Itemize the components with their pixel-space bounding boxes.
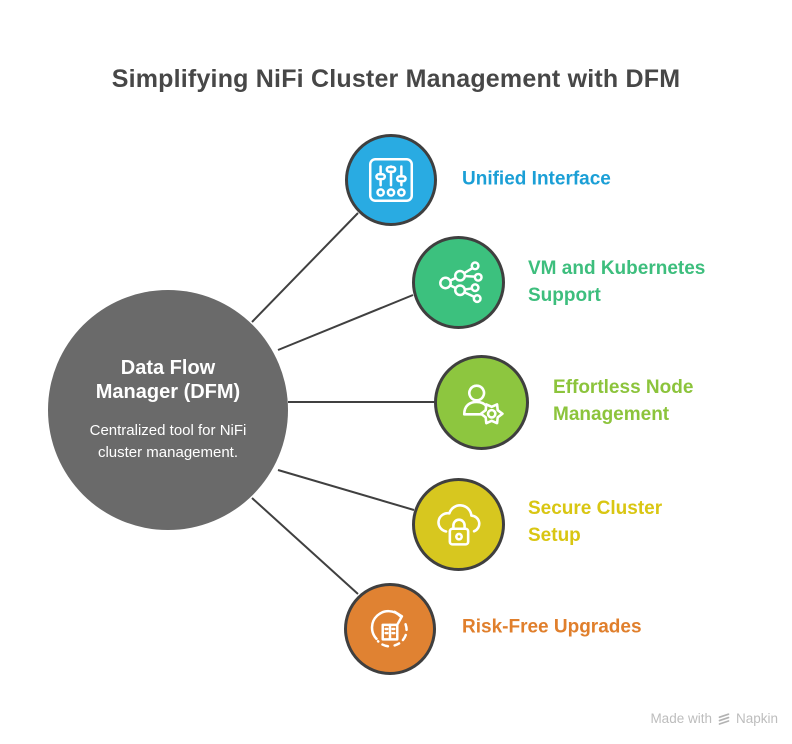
- connector-line: [251, 497, 359, 595]
- watermark-prefix: Made with: [650, 711, 712, 726]
- connector-line: [251, 212, 359, 323]
- node-risk-free-upgrades: [344, 583, 436, 675]
- network-nodes-icon: [438, 260, 483, 303]
- connector-line: [277, 469, 415, 511]
- napkin-logo-icon: [718, 712, 730, 725]
- central-topic-subtitle: Centralized tool for NiFi cluster manage…: [89, 422, 247, 461]
- user-gear-icon: [462, 383, 504, 424]
- central-topic-title: Data Flow Manager (DFM): [95, 357, 241, 404]
- upgrade-refresh-icon: [370, 609, 408, 648]
- connector-line: [277, 294, 414, 351]
- node-label-risk-free-upgrades: Risk-Free Upgrades: [462, 616, 642, 638]
- sliders-panel-icon: [368, 157, 414, 203]
- node-unified-interface: [345, 134, 437, 226]
- node-label-effortless-node-management: Effortless Node Management: [553, 377, 694, 425]
- node-label-unified-interface: Unified Interface: [462, 168, 611, 190]
- node-label-secure-cluster-setup: Secure Cluster Setup: [528, 498, 663, 546]
- node-effortless-node-management: [434, 355, 529, 450]
- watermark: Made with Napkin: [650, 711, 778, 726]
- page-title: Simplifying NiFi Cluster Management with…: [111, 64, 681, 93]
- cloud-lock-icon: [436, 503, 481, 546]
- node-label-vm-kubernetes-support: VM and Kubernetes Support: [528, 258, 706, 306]
- central-topic-circle: Data Flow Manager (DFM) Centralized tool…: [48, 290, 288, 530]
- watermark-brand: Napkin: [735, 711, 778, 726]
- node-secure-cluster-setup: [412, 478, 505, 571]
- node-vm-kubernetes-support: [412, 236, 505, 329]
